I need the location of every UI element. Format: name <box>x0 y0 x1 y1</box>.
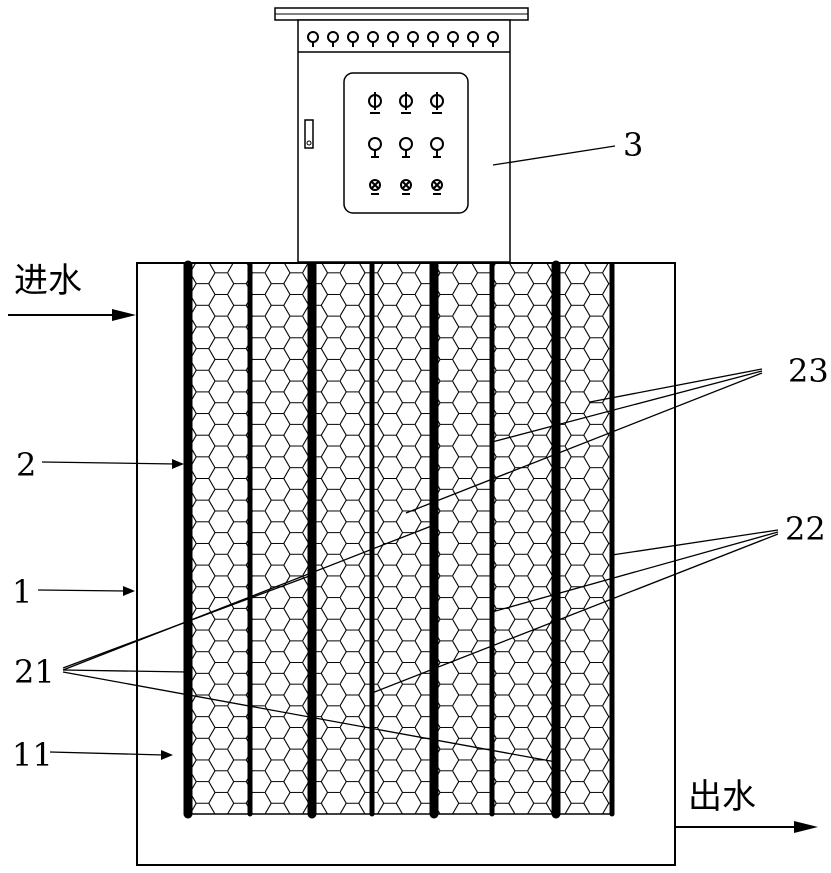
label-plates-22: 22 <box>785 510 826 548</box>
panel-meters <box>368 92 444 195</box>
knob-icon <box>430 137 444 158</box>
label-filler: 11 <box>12 736 53 774</box>
leader-lines <box>37 145 779 763</box>
leader-11 <box>49 751 165 756</box>
label-plates-23: 23 <box>788 352 829 390</box>
leader-22b <box>491 531 779 613</box>
leader-22c <box>371 533 779 694</box>
indicator-lamp-icon <box>431 179 443 195</box>
leader-23b <box>491 370 763 443</box>
meter-icon <box>399 92 413 114</box>
knob-icon <box>368 137 382 158</box>
electrode-plates-thick <box>183 260 561 819</box>
leader-1 <box>37 589 127 592</box>
leader-23c <box>405 372 763 514</box>
leader-21c <box>62 671 557 763</box>
label-electrodes: 21 <box>14 653 55 691</box>
label-tank: 1 <box>12 573 32 611</box>
leader-22a <box>611 529 779 556</box>
leader-21d <box>62 524 435 671</box>
leader-21b <box>62 669 189 673</box>
meter-icon <box>368 92 382 114</box>
electrode-plates-thin <box>247 262 615 817</box>
knob-icon <box>399 137 413 158</box>
label-water-in: 进水 <box>14 261 82 301</box>
door-handle-icon <box>304 119 314 149</box>
indicator-lamp-icon <box>400 179 412 195</box>
terminal-row <box>307 31 499 47</box>
leader-2 <box>41 461 177 465</box>
indicator-lamp-icon <box>369 179 381 195</box>
water-in-arrow <box>8 309 136 321</box>
label-electrode-frame: 2 <box>16 446 36 484</box>
water-out-arrow <box>676 821 818 833</box>
meter-icon <box>430 92 444 114</box>
label-control-box: 3 <box>623 126 643 164</box>
leader-23a <box>589 368 763 403</box>
leader-3 <box>492 145 616 166</box>
label-water-out: 出水 <box>688 777 756 817</box>
